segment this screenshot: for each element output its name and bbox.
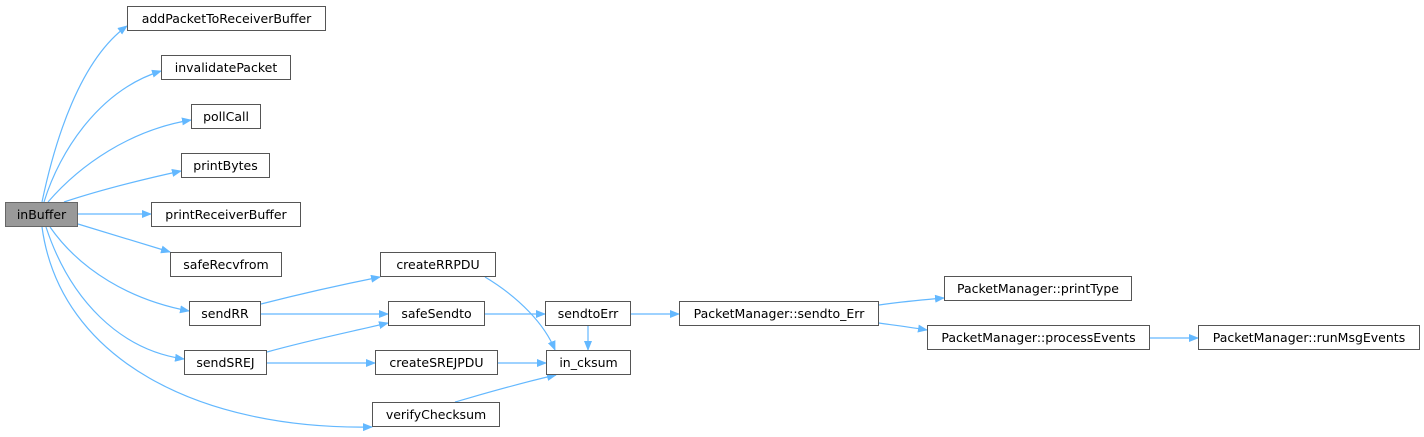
node-pollcall[interactable]: pollCall	[191, 104, 261, 129]
edge-pmsendtoerr-pmprocessevents	[878, 322, 928, 333]
edge-createrrpdu-in-cksum	[484, 276, 556, 351]
edge-inbuffer-verifychecksum	[41, 226, 373, 432]
node-addpackettoreceiverbuffer[interactable]: addPacketToReceiverBuffer	[127, 6, 326, 31]
node-invalidatepacket[interactable]: invalidatePacket	[161, 55, 291, 80]
node-sendsrej[interactable]: sendSREJ	[184, 350, 267, 375]
node-label: sendtoErr	[557, 306, 619, 321]
node-printreceiverbuffer[interactable]: printReceiverBuffer	[151, 202, 301, 227]
node-packetmanager-printtype[interactable]: PacketManager::printType	[944, 276, 1132, 301]
edge-inbuffer-invalidatepacket	[43, 69, 162, 203]
node-sendtoerr[interactable]: sendtoErr	[545, 301, 631, 326]
node-label: PacketManager::sendto_Err	[693, 306, 865, 321]
edge-inbuffer-sendsrej	[45, 226, 185, 362]
node-inbuffer: inBuffer	[5, 202, 78, 227]
edge-sendsrej-safesendto	[266, 321, 389, 353]
node-label: createSREJPDU	[389, 355, 484, 370]
node-createrrpdu[interactable]: createRRPDU	[380, 252, 496, 277]
edge-sendrr-createrrpdu	[260, 274, 381, 305]
node-label: createRRPDU	[396, 257, 480, 272]
node-label: pollCall	[203, 109, 249, 124]
edge-inbuffer-addpackettoreceiverbuffer	[41, 25, 128, 203]
node-in-cksum[interactable]: in_cksum	[546, 350, 631, 375]
node-label: PacketManager::printType	[957, 281, 1119, 296]
node-packetmanager-processevents[interactable]: PacketManager::processEvents	[927, 325, 1150, 350]
node-printbytes[interactable]: printBytes	[181, 153, 270, 178]
edge-verifychecksum-in-cksum	[454, 373, 557, 403]
node-label: printBytes	[193, 158, 258, 173]
edge-inbuffer-printbytes	[63, 169, 182, 203]
edge-inbuffer-pollcall	[47, 117, 192, 203]
node-label: addPacketToReceiverBuffer	[141, 11, 312, 26]
node-label: safeSendto	[401, 306, 472, 321]
node-verifychecksum[interactable]: verifyChecksum	[372, 402, 500, 427]
node-label: sendRR	[201, 306, 249, 321]
node-packetmanager-sendto-err[interactable]: PacketManager::sendto_Err	[679, 301, 879, 326]
node-safesendto[interactable]: safeSendto	[388, 301, 485, 326]
node-label: invalidatePacket	[174, 60, 278, 75]
node-sendrr[interactable]: sendRR	[189, 301, 261, 326]
node-createsrejpdu[interactable]: createSREJPDU	[375, 350, 498, 375]
node-label: verifyChecksum	[385, 407, 487, 422]
node-label: inBuffer	[16, 207, 67, 222]
node-label: in_cksum	[559, 355, 618, 370]
node-saferecvfrom[interactable]: safeRecvfrom	[170, 252, 282, 277]
node-label: sendSREJ	[196, 355, 255, 370]
edge-inbuffer-saferecvfrom	[77, 223, 171, 254]
node-label: printReceiverBuffer	[165, 207, 287, 222]
edge-pmsendtoerr-pmprinttype	[878, 294, 945, 306]
edge-inbuffer-sendrr	[49, 226, 190, 314]
node-label: safeRecvfrom	[183, 257, 269, 272]
node-label: PacketManager::processEvents	[941, 330, 1136, 345]
node-packetmanager-runmsgevents[interactable]: PacketManager::runMsgEvents	[1198, 325, 1420, 350]
node-label: PacketManager::runMsgEvents	[1212, 330, 1406, 345]
